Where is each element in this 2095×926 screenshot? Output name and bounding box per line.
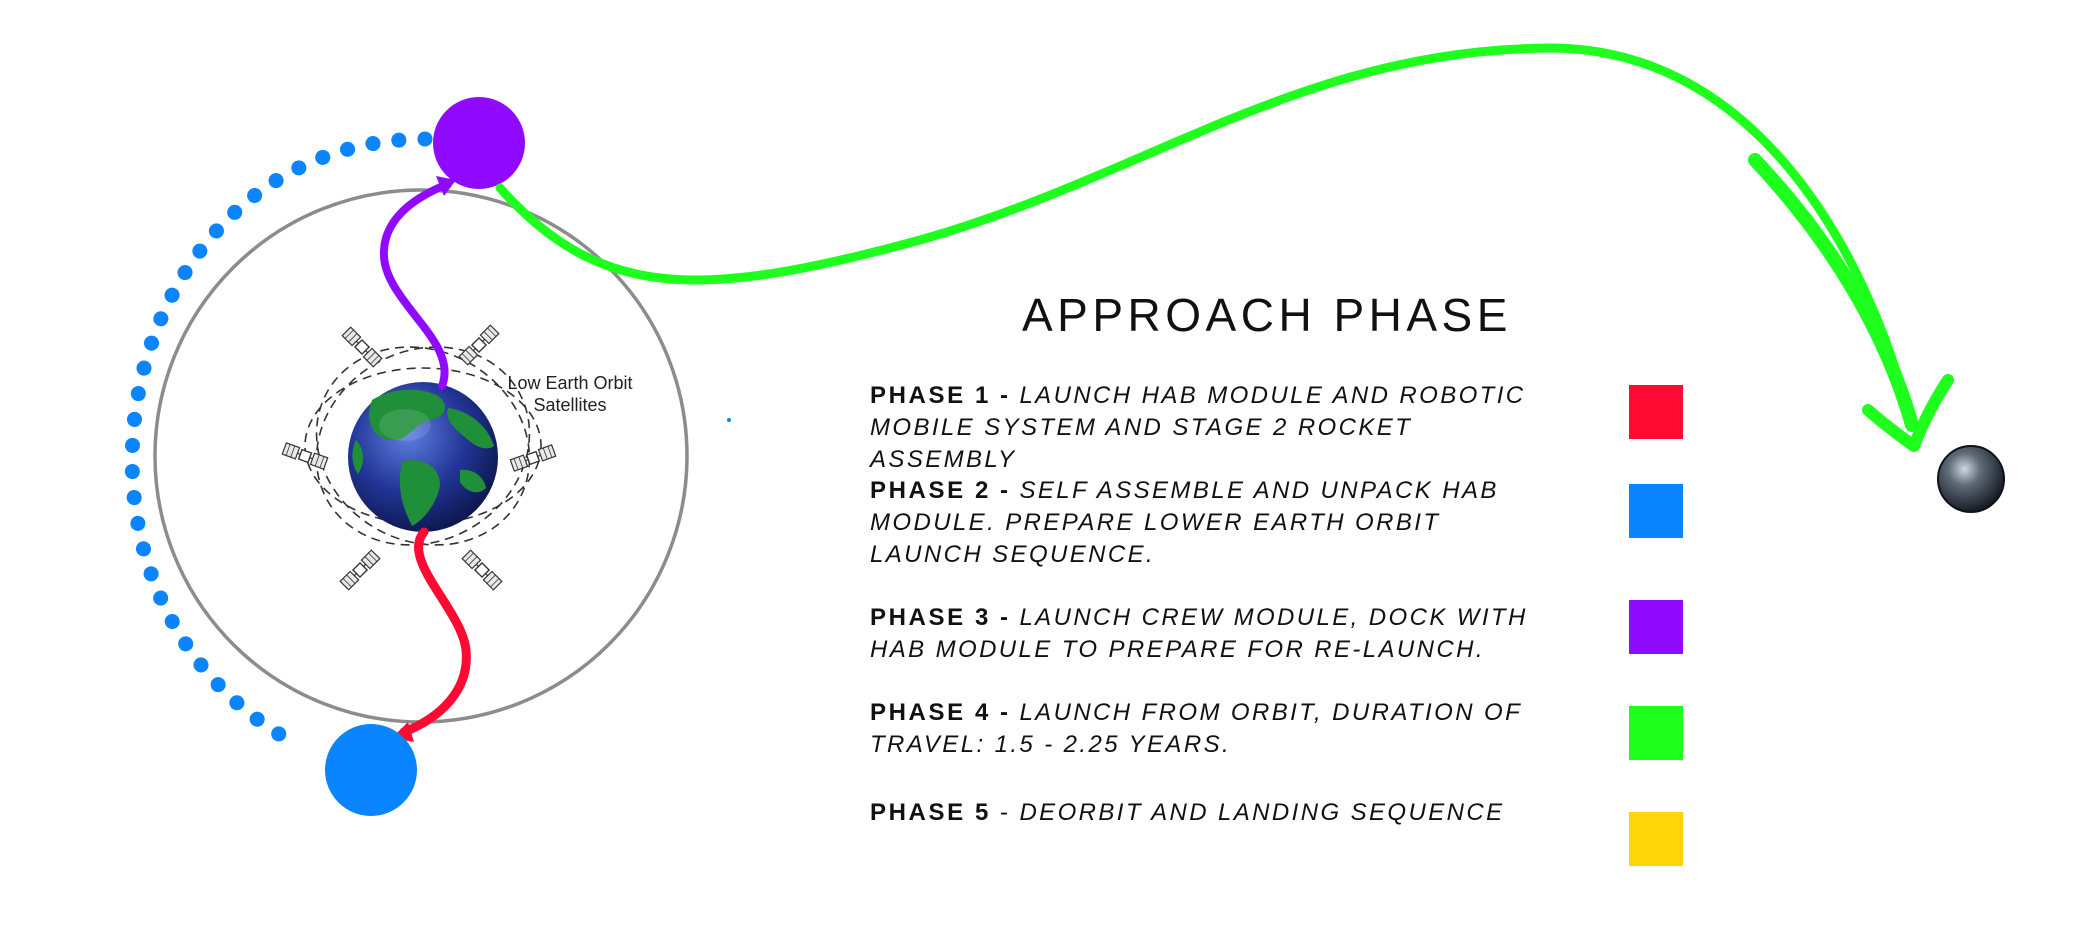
phase-2-label: PHASE 2 — [870, 477, 991, 504]
phase-5-label: PHASE 5 — [870, 799, 991, 826]
crew-launch-path — [379, 180, 452, 390]
hab-launch-path — [399, 527, 471, 737]
earth-icon — [348, 382, 498, 532]
phase-3-description: LAUNCH CREW MODULE, DOCK WITH HAB MODULE… — [870, 604, 1528, 663]
phase-4-label: PHASE 4 — [870, 699, 991, 726]
phase-3-swatch — [1629, 600, 1683, 654]
travel-path-arrowhead — [1862, 374, 1954, 452]
phase-1-swatch — [1629, 385, 1683, 439]
travel-path-thick — [1748, 153, 1919, 432]
satellites-label: Low Earth Orbit Satellites — [507, 373, 633, 415]
phase-5-description: DEORBIT AND LANDING SEQUENCE — [1019, 799, 1505, 826]
travel-path — [495, 43, 1915, 425]
phase-3-text: PHASE 3 - LAUNCH CREW MODULE, DOCK WITH … — [870, 604, 1528, 663]
crew-module-node — [433, 97, 525, 189]
phase-4-text: PHASE 4 - LAUNCH FROM ORBIT, DURATION OF… — [870, 699, 1522, 758]
phase-1-label: PHASE 1 — [870, 382, 991, 409]
speck — [727, 418, 731, 422]
phase-2-swatch — [1629, 484, 1683, 538]
phase-4-swatch — [1629, 706, 1683, 760]
planet-icon — [1937, 445, 2005, 513]
phase-5-text: PHASE 5 - DEORBIT AND LANDING SEQUENCE — [870, 799, 1505, 826]
phase-2-text: PHASE 2 - SELF ASSEMBLE AND UNPACK HAB M… — [870, 477, 1499, 568]
dotted-transfer-arc — [124, 131, 433, 754]
phase-2-description: SELF ASSEMBLE AND UNPACK HAB MODULE. PRE… — [870, 477, 1499, 568]
phase-4-description: LAUNCH FROM ORBIT, DURATION OF TRAVEL: 1… — [870, 699, 1522, 758]
phase-5-swatch — [1629, 812, 1683, 866]
crew-launch-arrowhead — [436, 176, 456, 196]
hab-module-node — [325, 724, 417, 816]
phase-3-label: PHASE 3 — [870, 604, 991, 631]
phase-1-description: LAUNCH HAB MODULE AND ROBOTIC MOBILE SYS… — [870, 382, 1526, 473]
phase-1-text: PHASE 1 - LAUNCH HAB MODULE AND ROBOTIC … — [870, 382, 1526, 473]
page-title: APPROACH PHASE — [1022, 289, 1512, 341]
